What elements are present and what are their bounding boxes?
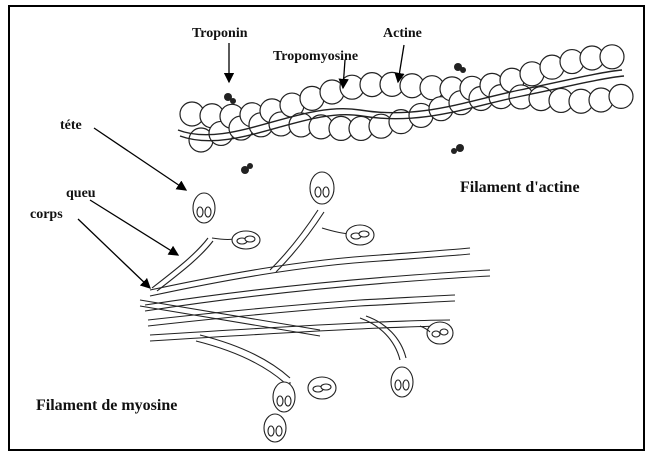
tropomyosine-label: Tropomyosine [273,49,358,64]
queu-arrow [90,200,178,255]
corps-arrow [78,219,150,288]
tete-arrow [94,128,186,190]
filament-myosine-label: Filament de myosine [36,397,177,414]
corps-label: corps [30,207,63,222]
queu-label: queu [66,186,96,201]
actin-monomer [609,84,633,108]
filament-actine-label: Filament d'actine [460,179,580,196]
tete-label: téte [60,118,82,133]
actin-monomer [600,45,624,69]
troponin-label: Troponin [192,26,248,41]
actine-label: Actine [383,26,422,41]
myosin-heads [152,172,453,442]
